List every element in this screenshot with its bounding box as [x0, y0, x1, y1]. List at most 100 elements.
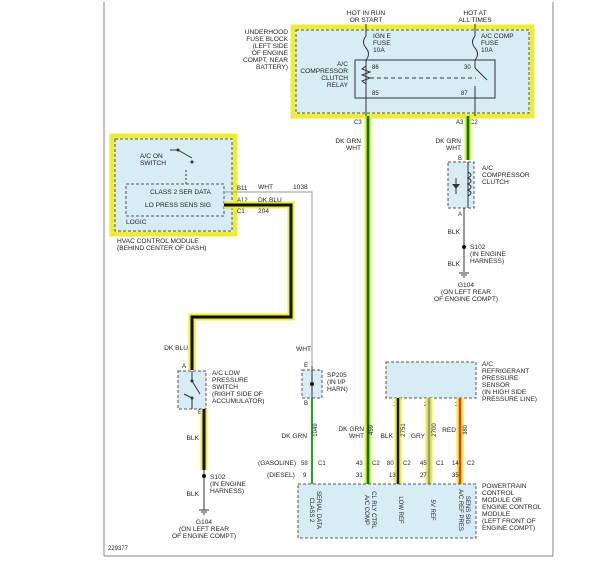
- wire1-color: DK GRN: [281, 433, 307, 440]
- low-ground-3: OF ENGINE COMPT): [172, 533, 236, 540]
- relay-line-1: A/C: [337, 61, 348, 68]
- hot-all-label-2: ALL TIMES: [458, 17, 492, 24]
- low-splice-3: HARNESS): [210, 488, 244, 495]
- sp205-pin-b: B: [304, 401, 308, 407]
- wire2-conn: C2: [372, 461, 380, 467]
- clutch-name-2: COMPRESSOR: [482, 172, 530, 179]
- wire3-conn: C2: [403, 461, 411, 467]
- sensor-name-3: PRESSURE: [482, 375, 519, 382]
- relay-coil-icon: [360, 65, 372, 85]
- ign-fuse-icon: [363, 35, 369, 61]
- hot-run-label-2: OR START: [350, 17, 383, 24]
- pcm-pin-label-3: A/C COMP: [363, 495, 369, 525]
- low-splice-dot: [202, 474, 206, 478]
- sensor-name-5: (IN HIGH SIDE: [482, 389, 527, 396]
- clutch-ground-blk2: BLK: [448, 261, 461, 268]
- sensor-name-4: SENSOR: [482, 382, 510, 389]
- wire3-lower: 13: [389, 473, 396, 479]
- wire5-conn: C2: [467, 461, 475, 467]
- pin-85: 85: [372, 91, 379, 97]
- pcm-pin-label-2: SERIAL DATA: [315, 491, 321, 529]
- fuse-block: UNDERHOOD FUSE BLOCK (LEFT SIDE OF ENGIN…: [243, 10, 535, 126]
- sensor-name-6: PRESSURE LINE): [482, 396, 537, 403]
- fuse-block-title-6: BATTERY): [256, 64, 288, 71]
- fuse-block-title-2: FUSE BLOCK: [246, 36, 288, 43]
- refrigerant-pressure-sensor: A/C REFRIGERANT PRESSURE SENSOR (IN HIGH…: [385, 361, 537, 408]
- wire3-circuit: 2751: [401, 423, 407, 437]
- low-switch-blk2: BLK: [187, 491, 200, 498]
- pin-30: 30: [464, 65, 471, 71]
- conn-c3: C3: [354, 120, 362, 126]
- relay-box: [354, 59, 496, 99]
- low-switch-pin-a: A: [182, 364, 186, 370]
- conn-a3: A3: [456, 120, 464, 126]
- hot-run-label-1: HOT IN RUN: [347, 10, 386, 17]
- low-ground-1: G104: [196, 519, 212, 526]
- relay-switch-icon: [474, 67, 488, 81]
- wire5-color: RED: [442, 427, 456, 434]
- gasoline-label: (GASOLINE): [258, 460, 296, 467]
- low-switch-pin-b: B: [198, 410, 202, 416]
- wire5-circuit: 380: [463, 424, 469, 435]
- diagram-id: 229377: [108, 546, 129, 552]
- low-splice-2: (IN ENGINE: [210, 481, 247, 488]
- wire2-color-2: WHT: [349, 433, 364, 440]
- clutch-splice-3: HARNESS): [470, 258, 504, 265]
- fuse-block-title-4: OF ENGINE: [252, 50, 289, 57]
- clutch-ground-icon: [459, 272, 469, 278]
- wire4-conn: C1: [436, 461, 444, 467]
- ign-fuse-line-2: FUSE: [373, 40, 391, 47]
- conn-c2: C2: [470, 120, 478, 126]
- wire4-circuit: 2700: [432, 423, 438, 437]
- low-switch-icon: [191, 380, 201, 395]
- lo-press-circuit: 204: [258, 208, 269, 215]
- pcm-pin-label-8: SENS SIG: [464, 496, 470, 525]
- wire5-lower: 35: [452, 473, 459, 479]
- clutch-pin-a: A: [458, 212, 462, 218]
- clutch-splice-2: (IN ENGINE: [470, 251, 507, 258]
- wire3-upper: 80: [387, 461, 394, 467]
- low-switch-name-3: SWITCH: [212, 384, 238, 391]
- pcm-name-7: ENGINE COMPT): [482, 525, 535, 532]
- wire4-lower: 27: [420, 473, 427, 479]
- pin-b11: B11: [237, 186, 248, 192]
- pcm-name-5: MODULE: [482, 511, 511, 518]
- wire1-upper: 58: [301, 461, 308, 467]
- pin-87: 87: [461, 91, 468, 97]
- clutch-name-1: A/C: [482, 165, 493, 172]
- pcm-name-2: CONTROL: [482, 490, 515, 497]
- wire2-color-1: DK GRN: [338, 426, 364, 433]
- hvac-control-module: A/C ON SWITCH CLASS 2 SER DATA LO PRESS …: [109, 133, 248, 252]
- lo-press-sens-sig: LO PRESS SENS SIG: [145, 202, 211, 209]
- wire5-upper: 14: [452, 461, 459, 467]
- low-splice-1: S102: [210, 474, 226, 481]
- sp205-pin-e: E: [304, 363, 308, 369]
- ac-on-switch-2: SWITCH: [140, 160, 166, 167]
- sp205-name-3: HARN): [327, 386, 348, 393]
- relay-line-3: CLUTCH: [321, 75, 348, 82]
- pin-c1: C1: [237, 209, 245, 215]
- wire2-upper: 43: [356, 461, 363, 467]
- sp205-splice-pack: E B SP205 (IN I/P HARN): [301, 363, 348, 407]
- low-switch-name-4: (RIGHT SIDE OF: [212, 391, 263, 398]
- clutch-wire-color-1: DK GRN: [435, 138, 461, 145]
- relay-line-2: COMPRESSOR: [300, 68, 348, 75]
- ac-on-switch-1: A/C ON: [140, 153, 163, 160]
- sp205-name-2: (IN I/P: [327, 379, 346, 386]
- class2-wht: WHT: [258, 184, 273, 191]
- clutch-ground-blk: BLK: [448, 229, 461, 236]
- clutch-splice-1: S102: [470, 244, 486, 251]
- clutch-splice-dot: [462, 245, 466, 249]
- wire4-color: GRY: [411, 433, 426, 440]
- fuse-block-title-5: COMPT, NEAR: [243, 57, 288, 64]
- wire4-upper: 45: [420, 461, 427, 467]
- relay-wire-color-2: WHT: [346, 145, 361, 152]
- clutch-ground-2: (ON LEFT REAR: [441, 289, 491, 296]
- relay-wire-color-1: DK GRN: [335, 138, 361, 145]
- class2-circuit: 1038: [293, 184, 308, 191]
- clutch-wire-color-2: WHT: [446, 145, 461, 152]
- ac-fuse-line-1: A/C COMP: [481, 33, 514, 40]
- compressor-clutch: B A A/C COMPRESSOR CLUTCH: [447, 156, 530, 218]
- clutch-coil-icon: [466, 171, 472, 197]
- lo-press-wire: [190, 203, 293, 370]
